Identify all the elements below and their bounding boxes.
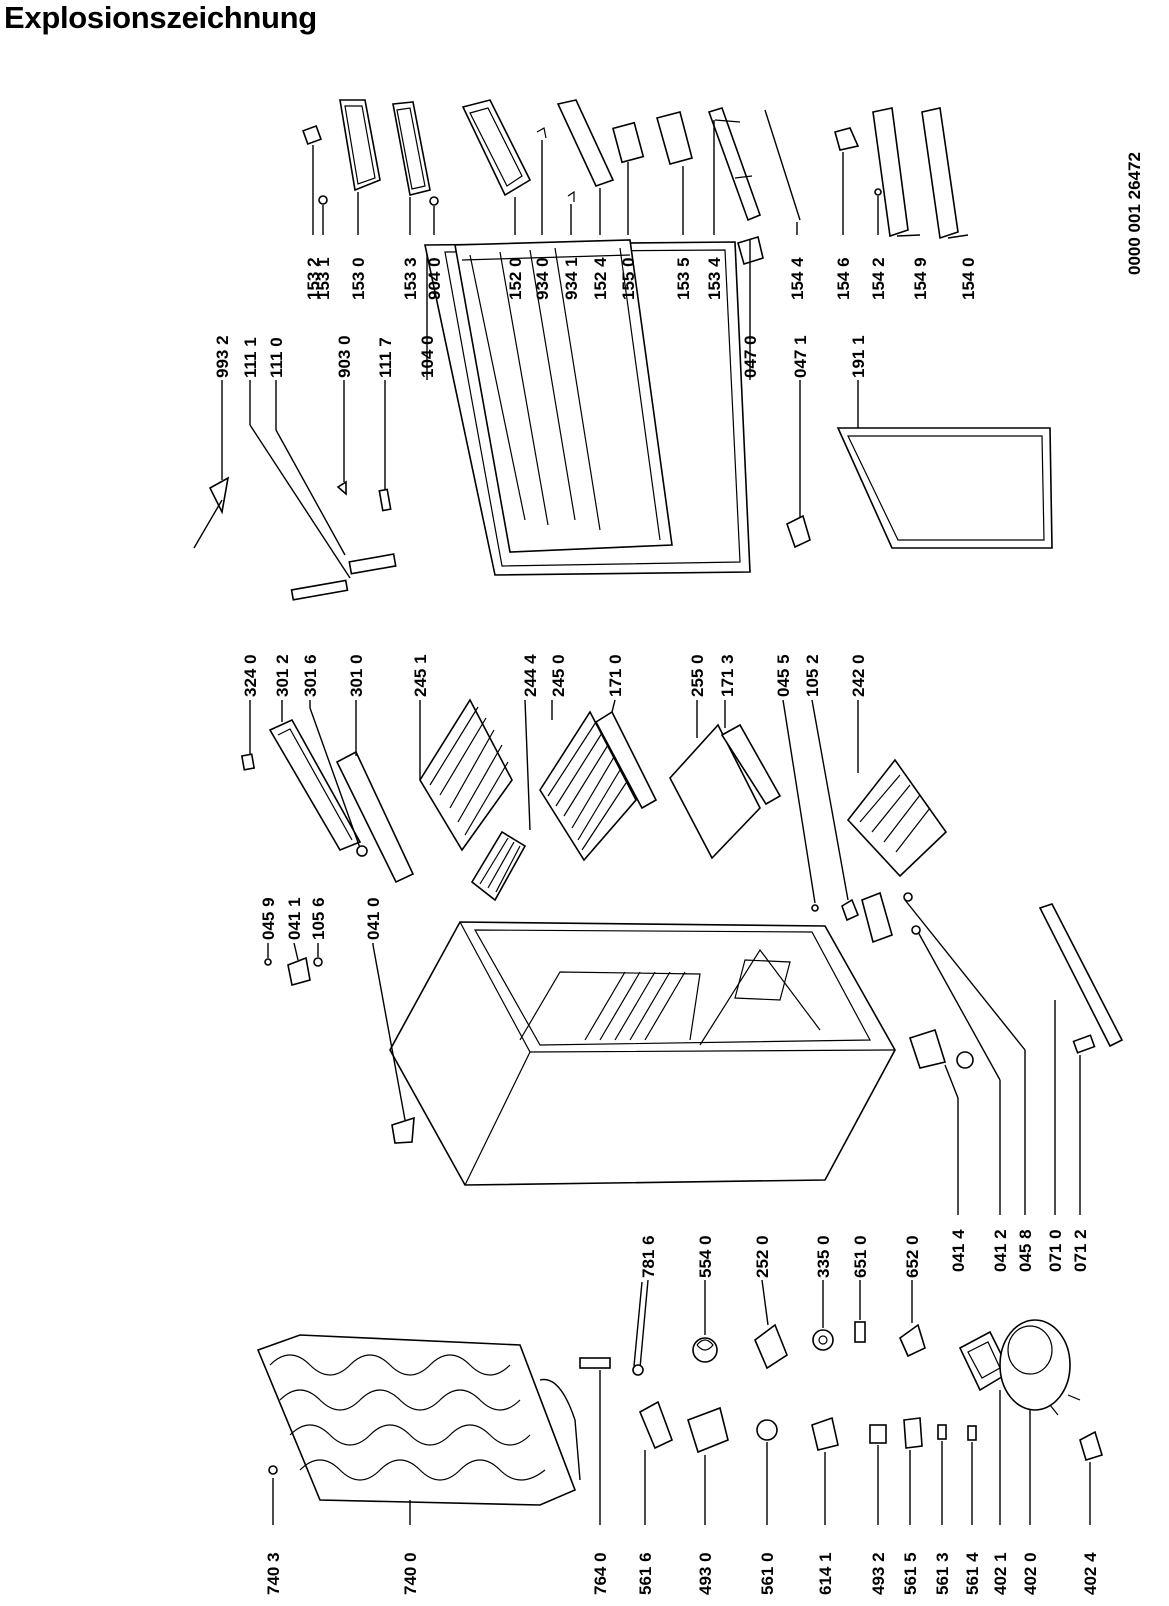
- part-label: 402 4: [1081, 1552, 1100, 1595]
- shelf-parts: [240, 698, 948, 912]
- part-label: 740 3: [264, 1552, 283, 1595]
- part-label: 244 4: [521, 654, 540, 697]
- part-label: 402 0: [1021, 1552, 1040, 1595]
- part-label: 111 0: [267, 337, 286, 378]
- part-label: 111 1: [241, 337, 260, 378]
- part-label: 104 0: [418, 335, 437, 378]
- part-label: 155 0: [619, 257, 638, 300]
- part-label: 153 4: [705, 257, 724, 300]
- part-label: 561 3: [933, 1552, 952, 1595]
- part-label: 152 4: [591, 257, 610, 300]
- part-label: 153 0: [349, 257, 368, 300]
- part-label: 171 3: [718, 654, 737, 697]
- part-label: 154 6: [834, 257, 853, 300]
- part-label: 242 0: [849, 654, 868, 697]
- part-label: 153 2: [304, 257, 323, 300]
- part-label: 493 2: [869, 1552, 888, 1595]
- part-label: 153 5: [674, 257, 693, 300]
- part-label: 171 0: [606, 654, 625, 697]
- part-label: 993 2: [213, 335, 232, 378]
- part-label: 041 0: [364, 897, 383, 940]
- part-label: 105 2: [803, 654, 822, 697]
- part-label: 652 0: [903, 1235, 922, 1278]
- condenser-and-components: [256, 1319, 1103, 1525]
- part-label: 152 0: [506, 257, 525, 300]
- part-label: 740 0: [401, 1552, 420, 1595]
- document-number: 0000 001 26472: [1125, 152, 1144, 275]
- part-label: 301 6: [301, 654, 320, 697]
- part-label: 154 2: [869, 257, 888, 300]
- part-label: 764 0: [591, 1552, 610, 1595]
- page-title: Explosionszeichnung: [4, 0, 317, 35]
- part-label: 934 1: [562, 257, 581, 300]
- part-label: 781 6: [639, 1235, 658, 1278]
- part-label: 041 2: [991, 1229, 1010, 1272]
- part-label: 255 0: [688, 654, 707, 697]
- part-label: 153 1: [314, 257, 333, 300]
- part-label: 554 0: [696, 1235, 715, 1278]
- door-shelf-parts: [302, 99, 969, 240]
- part-label: 047 0: [741, 335, 760, 378]
- part-label: 934 0: [533, 257, 552, 300]
- part-label: 071 2: [1071, 1229, 1090, 1272]
- part-label: 301 2: [273, 654, 292, 697]
- part-label: 047 1: [791, 335, 810, 378]
- part-label: 045 8: [1016, 1229, 1035, 1272]
- part-label: 154 9: [911, 257, 930, 300]
- part-label: 252 0: [753, 1235, 772, 1278]
- cabinet-bottom-parts: [841, 891, 1124, 1215]
- part-label: 561 0: [758, 1552, 777, 1595]
- part-label: 153 3: [401, 257, 420, 300]
- part-label: 335 0: [814, 1235, 833, 1278]
- part-label: 045 5: [774, 654, 793, 697]
- part-label: 041 1: [285, 897, 304, 940]
- part-label: 903 0: [335, 335, 354, 378]
- part-label: 111 7: [376, 337, 395, 378]
- cabinet: [264, 921, 896, 1186]
- part-label: 561 4: [963, 1552, 982, 1595]
- part-label: 651 0: [851, 1235, 870, 1278]
- part-label: 245 0: [549, 654, 568, 697]
- part-label: 301 0: [347, 654, 366, 697]
- door-parts: [193, 235, 1053, 601]
- part-label: 324 0: [241, 654, 260, 697]
- part-label: 493 0: [696, 1552, 715, 1595]
- part-label: 105 6: [309, 897, 328, 940]
- part-label: 904 0: [425, 257, 444, 300]
- part-label: 191 1: [849, 335, 868, 378]
- part-label: 614 1: [816, 1552, 835, 1595]
- component-parts: [632, 1279, 926, 1376]
- part-label: 245 1: [411, 654, 430, 697]
- part-label: 071 0: [1046, 1229, 1065, 1272]
- part-label: 041 4: [949, 1229, 968, 1272]
- part-label: 561 6: [636, 1552, 655, 1595]
- part-label: 045 9: [259, 897, 278, 940]
- part-label: 154 0: [959, 257, 978, 300]
- part-label: 561 5: [901, 1552, 920, 1595]
- part-label: 402 1: [991, 1552, 1010, 1595]
- part-label: 154 4: [788, 257, 807, 300]
